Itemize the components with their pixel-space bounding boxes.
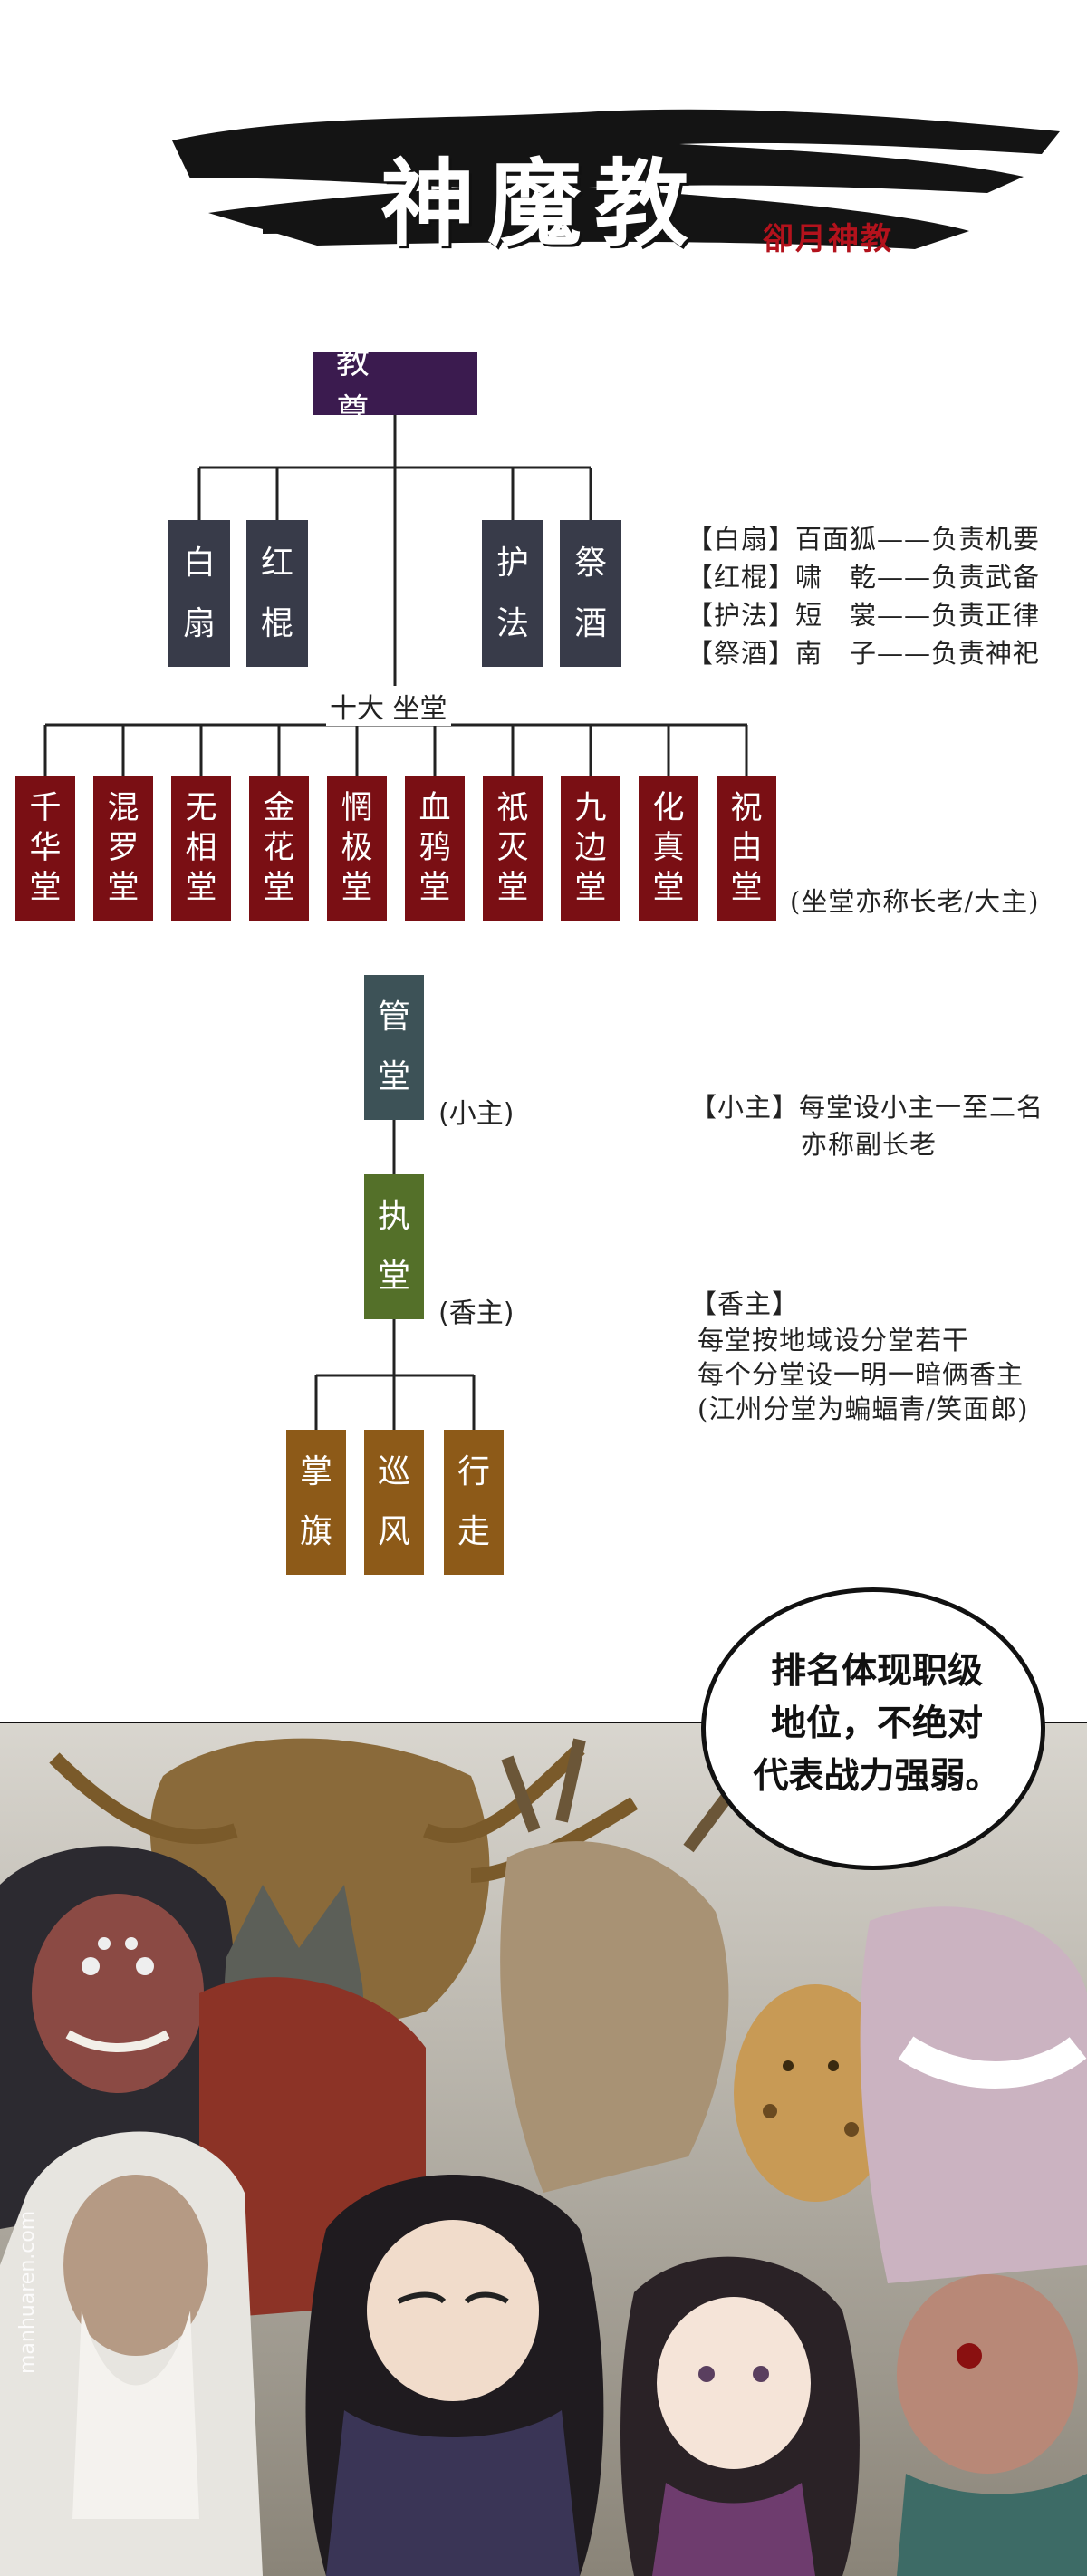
zhitang-note: 【香主】 <box>690 1288 800 1319</box>
advisor-note: 【祭酒】南 子——负责神祀 <box>687 638 1041 669</box>
hall-box: 血鸦堂 <box>405 776 465 921</box>
halls-note: (坐堂亦称长老/大主) <box>790 886 1040 917</box>
hall-box: 九边堂 <box>561 776 620 921</box>
advisor-box-honggun: 红 棍 <box>246 520 308 667</box>
advisor-box-jijiu: 祭 酒 <box>560 520 621 667</box>
advisor-char: 法 <box>495 604 529 642</box>
advisor-char: 祭 <box>573 544 607 582</box>
zhitang-note: 每堂按地域设分堂若干 <box>697 1325 970 1356</box>
zhitang-tag: (香主) <box>438 1298 515 1329</box>
zhitang-box: 执堂 <box>364 1174 424 1319</box>
hall-box: 化真堂 <box>639 776 698 921</box>
org-chart-connectors <box>43 415 748 1430</box>
advisor-box-hufa: 护 法 <box>482 520 544 667</box>
hall-box: 无相堂 <box>171 776 231 921</box>
advisor-note: 【护法】短 裳——负责正律 <box>687 600 1041 631</box>
rank-box-xunfeng: 巡风 <box>364 1430 424 1575</box>
hall-box: 混罗堂 <box>93 776 153 921</box>
leader-box: 教 尊 <box>313 343 477 430</box>
page-title: 神魔教 <box>380 148 702 259</box>
ink-brush-banner <box>172 109 1060 249</box>
hall-box: 金花堂 <box>249 776 309 921</box>
hall-box: 惘极堂 <box>327 776 387 921</box>
advisor-char: 白 <box>182 544 216 582</box>
character-group-illustration <box>0 1722 1087 2576</box>
advisor-note: 【白扇】百面狐——负责机要 <box>687 524 1041 555</box>
advisor-note: 【红棍】啸 乾——负责武备 <box>687 562 1041 593</box>
zhitang-note: 每个分堂设一明一暗俩香主 <box>697 1359 1024 1390</box>
zhitang-note: (江州分堂为蝙蝠青/笑面郎) <box>697 1394 1029 1424</box>
advisor-char: 红 <box>260 544 293 582</box>
rank-box-zhangqi: 掌旗 <box>286 1430 346 1575</box>
hall-box: 祝由堂 <box>717 776 776 921</box>
hall-box: 千华堂 <box>15 776 75 921</box>
speech-bubble-text: 排名体现职级 地位，不绝对 代表战力强弱。 <box>753 1651 1001 1797</box>
advisor-char: 棍 <box>260 604 293 642</box>
advisor-char: 酒 <box>573 604 607 642</box>
advisor-char: 扇 <box>182 604 216 642</box>
page-subtitle: 卻月神教 <box>763 221 893 257</box>
advisor-box-baishan: 白 扇 <box>168 520 230 667</box>
halls-label: 十大 坐堂 <box>326 686 451 726</box>
guantang-tag: (小主) <box>438 1098 515 1130</box>
hall-box: 祇灭堂 <box>483 776 543 921</box>
guantang-note: 亦称副长老 <box>801 1129 938 1160</box>
guantang-note: 【小主】每堂设小主一至二名 <box>690 1092 1044 1123</box>
guantang-box: 管堂 <box>364 975 424 1120</box>
advisor-char: 护 <box>495 544 529 582</box>
watermark: manhuaren.com <box>16 2210 39 2374</box>
speech-bubble <box>701 1587 1045 1870</box>
rank-box-xingzou: 行走 <box>444 1430 504 1575</box>
